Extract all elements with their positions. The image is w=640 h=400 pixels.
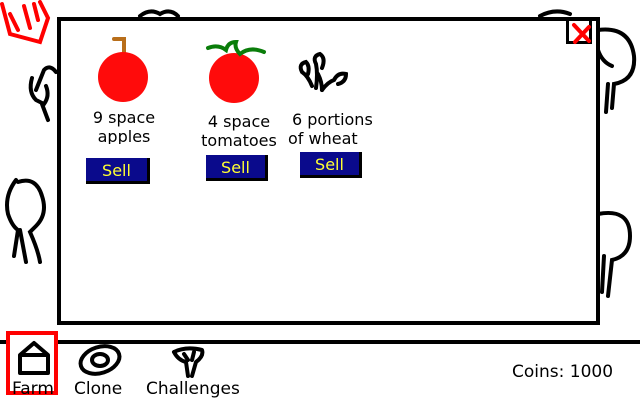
- item-label-line2: tomatoes: [201, 131, 277, 148]
- item-label-line1: 9 space: [92, 108, 156, 127]
- sell-wheat-button[interactable]: Sell: [300, 152, 362, 178]
- tree-left-2: [5, 178, 46, 264]
- tree-top-left: [138, 9, 572, 18]
- nav-farm-label: Farm: [12, 379, 54, 399]
- inventory-item-wheat: 6 portions of wheat Sell: [288, 34, 388, 184]
- close-button[interactable]: [566, 18, 592, 44]
- crown-icon: [0, 0, 51, 45]
- coins-counter: Coins: 1000: [512, 362, 614, 382]
- nav-challenges-label: Challenges: [146, 379, 240, 399]
- tomato-icon: [206, 39, 266, 103]
- sell-tomatoes-button[interactable]: Sell: [206, 155, 268, 181]
- nav-clone-label: Clone: [74, 379, 123, 399]
- home-icon: [18, 341, 50, 375]
- item-label-line2: apples: [97, 127, 151, 144]
- wheat-icon: [298, 51, 349, 92]
- inventory-item-tomatoes: 4 space tomatoes Sell: [192, 34, 286, 184]
- close-icon: [572, 23, 591, 44]
- tree-right-1: [596, 27, 637, 114]
- nav-challenges[interactable]: Challenges: [146, 342, 246, 399]
- item-label-line2: of wheat: [288, 129, 358, 146]
- clone-icon: [78, 344, 122, 376]
- sell-apples-button[interactable]: Sell: [86, 158, 150, 184]
- inventory-item-apples: 9 space apples Sell: [82, 34, 166, 184]
- nav-clone[interactable]: Clone: [70, 342, 130, 399]
- item-label-line1: 6 portions: [292, 110, 373, 129]
- item-label-line1: 4 space: [207, 112, 271, 131]
- tree-right-2: [596, 211, 633, 298]
- tree-left-1: [28, 65, 58, 122]
- nav-farm[interactable]: Farm: [6, 331, 58, 399]
- apple-icon: [98, 37, 148, 102]
- challenges-icon: [172, 346, 205, 378]
- toolbar-divider: [0, 340, 640, 344]
